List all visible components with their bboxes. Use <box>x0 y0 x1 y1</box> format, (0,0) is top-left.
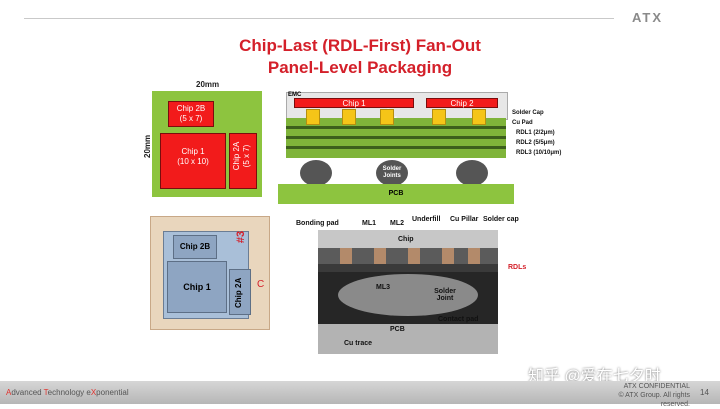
photo-cu-pillar <box>442 248 454 264</box>
photo-pcb-label: PCB <box>390 326 405 333</box>
photo-chip-1: Chip 1 <box>167 261 227 313</box>
photo-chip-2a: Chip 2A <box>229 269 251 315</box>
solder-ball <box>300 160 332 186</box>
floorplan-chip-1: Chip 1(10 x 10) <box>160 133 226 189</box>
cross-section-diagram: EMC Chip 1 Chip 2 Cu pillar Solder Joint… <box>278 88 514 204</box>
cross-chip-1: Chip 1 <box>294 98 414 108</box>
photo-solder-joint-label: Solder Joint <box>434 288 456 302</box>
footer-tagline: Advanced Technology eXponential <box>6 388 129 397</box>
ml1-label: ML1 <box>362 220 376 227</box>
cu-pillar <box>472 109 486 125</box>
photo-cu-pillar <box>408 248 420 264</box>
photo-solder-cap-label: Solder cap <box>483 216 519 223</box>
rdl3-label: RDL3 (10/10μm) <box>516 150 562 156</box>
photo-rdls <box>318 264 498 272</box>
solder-ball <box>376 160 408 186</box>
photo-mark-side: C <box>257 279 265 290</box>
ml3-label: ML3 <box>376 284 390 291</box>
cu-pillar <box>306 109 320 125</box>
solder-joints: Solder Joints <box>282 158 510 198</box>
cu-pillar <box>342 109 356 125</box>
rdls-label: RDLs <box>508 264 527 271</box>
ml2-label: ML2 <box>390 220 404 227</box>
photo-chip-2b: Chip 2B <box>173 235 217 259</box>
solder-cap-label: Solder Cap <box>512 110 544 116</box>
photo-cu-pillar <box>340 248 352 264</box>
page-number: 14 <box>700 388 709 397</box>
cross-section-photo <box>318 230 498 354</box>
bonding-pad-label: Bonding pad <box>296 220 339 227</box>
watermark: 知乎 @爱在七夕时 <box>528 368 661 385</box>
rdl1-label: RDL1 (2/2μm) <box>516 130 555 136</box>
photo-pcb <box>318 324 498 354</box>
company-logo: ATX <box>632 10 664 25</box>
floorplan-chip-2a: Chip 2A(5 x 7) <box>229 133 257 189</box>
photo-cu-pillar <box>374 248 386 264</box>
contact-pad-label: Contact pad <box>438 316 479 323</box>
cross-chip-2: Chip 2 <box>426 98 498 108</box>
rdl2-line <box>286 136 506 139</box>
cu-pad-label: Cu Pad <box>512 120 533 126</box>
pcb-board: PCB <box>278 184 514 204</box>
slide-title-line2: Panel-Level Packaging <box>267 58 453 77</box>
emc-label: EMC <box>288 92 302 98</box>
solder-joints-label: Solder Joints <box>382 166 402 179</box>
floorplan-width-label: 20mm <box>196 80 220 89</box>
header-divider <box>24 18 614 19</box>
cu-pillar <box>380 109 394 125</box>
cu-pillar <box>432 109 446 125</box>
photo-chip-layer <box>318 230 498 248</box>
footer-confidential: ATX CONFIDENTIAL © ATX Group. All rights… <box>618 383 690 408</box>
top-view-photo: Chip 2B Chip 1 Chip 2A #3 C <box>150 216 270 330</box>
rdl1-line <box>286 126 506 129</box>
floorplan-height-label: 20mm <box>143 134 152 158</box>
underfill-label: Underfill <box>412 216 441 223</box>
solder-ball <box>456 160 488 186</box>
photo-mark: #3 <box>235 230 248 244</box>
footer-bar <box>0 381 720 404</box>
photo-cu-pillar <box>468 248 480 264</box>
photo-solder-joint <box>338 274 478 316</box>
photo-cu-pillar-label: Cu Pillar <box>450 216 479 223</box>
photo-chip-label: Chip <box>398 236 414 243</box>
rdl2-label: RDL2 (5/5μm) <box>516 140 555 146</box>
cu-trace-label: Cu trace <box>344 340 373 347</box>
floorplan-chip-2b: Chip 2B(5 x 7) <box>168 101 214 127</box>
rdl3-line <box>286 146 506 149</box>
slide-title-line1: Chip-Last (RDL-First) Fan-Out <box>239 36 481 55</box>
